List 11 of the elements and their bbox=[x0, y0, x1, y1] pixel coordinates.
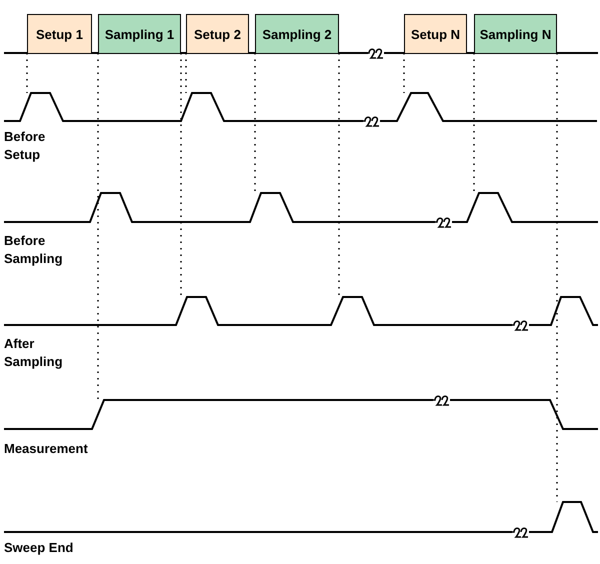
signal-label: Before Sampling bbox=[4, 232, 64, 268]
signal-label: Measurement bbox=[4, 440, 89, 458]
phase-box: Setup N bbox=[404, 14, 467, 54]
phase-box: Setup 1 bbox=[27, 14, 92, 54]
signal-label: After Sampling bbox=[4, 335, 64, 371]
phase-box: Sampling 1 bbox=[98, 14, 181, 54]
phase-box: Sampling 2 bbox=[255, 14, 339, 54]
phase-box: Sampling N bbox=[474, 14, 557, 54]
phase-box: Setup 2 bbox=[186, 14, 249, 54]
signal-label: Before Setup bbox=[4, 128, 46, 164]
signal-label: Sweep End bbox=[4, 539, 74, 557]
